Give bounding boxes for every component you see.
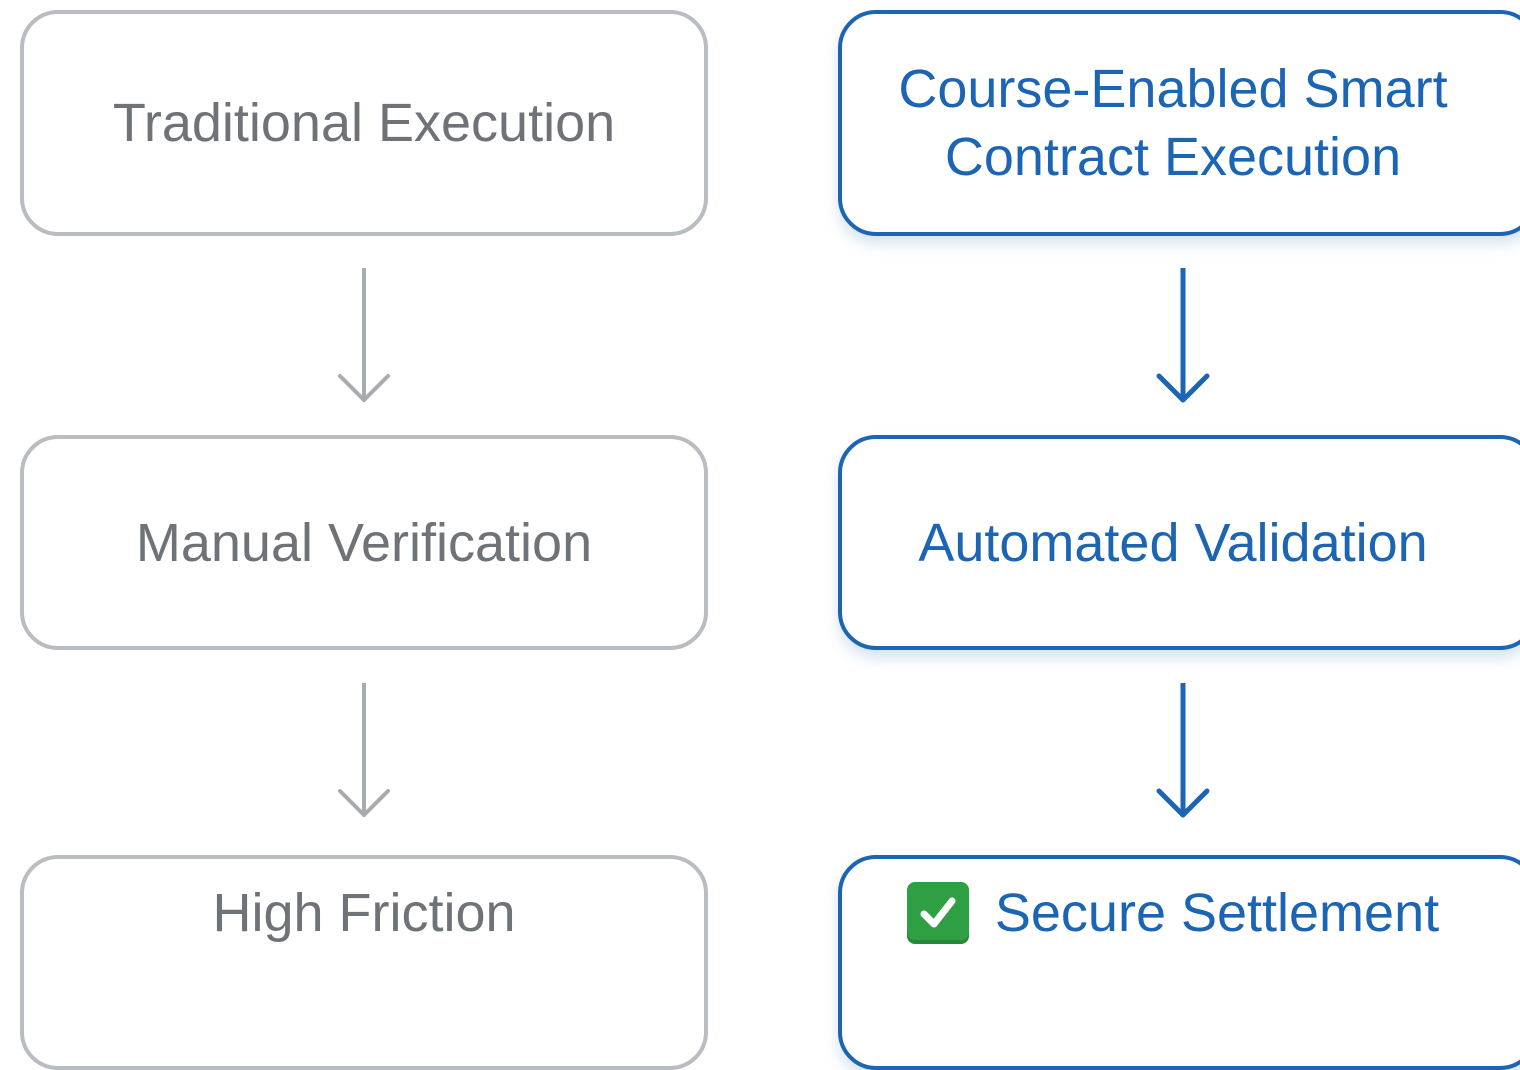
manual-verification-box: Manual Verification: [20, 435, 708, 650]
arrow-down-icon: [338, 683, 390, 817]
manual-verification-label: Manual Verification: [135, 512, 593, 573]
traditional-execution-box: Traditional Execution: [20, 10, 708, 236]
arrow-down-icon: [338, 268, 390, 402]
traditional-execution-label: Traditional Execution: [112, 93, 616, 153]
high-friction-label: High Friction: [212, 882, 516, 943]
secure-settlement-label: Secure Settlement: [994, 882, 1440, 943]
secure-settlement-row: Secure Settlement: [906, 879, 1440, 947]
automated-validation-label: Automated Validation: [918, 512, 1428, 573]
arrow-down-icon: [1156, 683, 1210, 818]
automated-validation-box: Automated Validation: [838, 435, 1520, 650]
smart-contract-execution-box: Course-Enabled Smart Contract Execution: [838, 10, 1520, 236]
secure-settlement-box: Secure Settlement: [838, 855, 1520, 1070]
check-mark-icon: [906, 881, 969, 944]
smart-contract-execution-label: Course-Enabled Smart Contract Execution: [898, 59, 1448, 187]
arrow-down-icon: [1156, 268, 1210, 403]
high-friction-box: High Friction: [20, 855, 708, 1070]
